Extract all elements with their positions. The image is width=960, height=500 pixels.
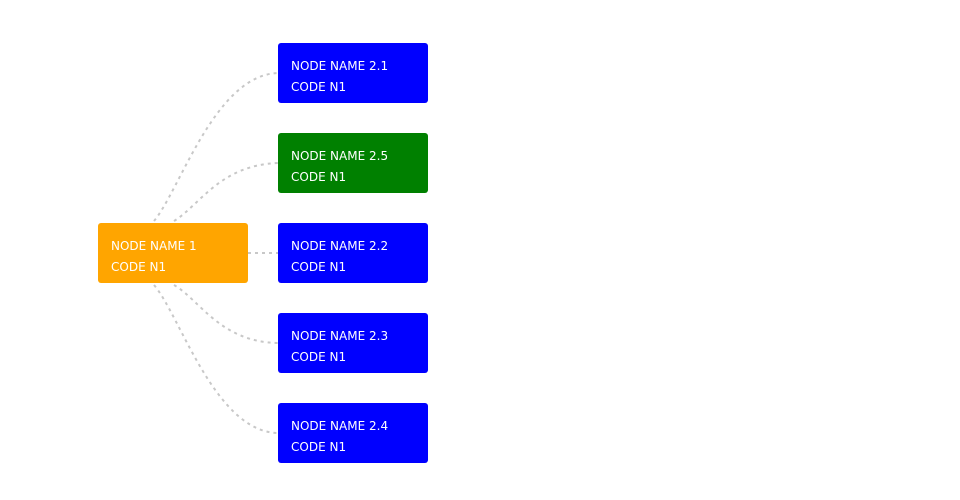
- node-code: CODE N1: [291, 440, 347, 454]
- connector-root-to-2-3: [173, 284, 279, 344]
- node-name: NODE NAME 2.4: [291, 419, 389, 433]
- child-node-2-1[interactable]: NODE NAME 2.1 CODE N1: [278, 43, 428, 103]
- node-code: CODE N1: [291, 80, 347, 94]
- node-code: CODE N1: [111, 260, 167, 274]
- connector-root-to-2-1: [153, 72, 279, 222]
- child-node-2-4[interactable]: NODE NAME 2.4 CODE N1: [278, 403, 428, 463]
- node-code: CODE N1: [291, 350, 347, 364]
- node-name: NODE NAME 2.1: [291, 59, 389, 73]
- node-name: NODE NAME 2.3: [291, 329, 389, 343]
- node-name: NODE NAME 2.5: [291, 149, 389, 163]
- child-node-2-5[interactable]: NODE NAME 2.5 CODE N1: [278, 133, 428, 193]
- connector-root-to-2-4: [153, 284, 279, 434]
- connector-root-to-2-5: [173, 162, 279, 222]
- node-code: CODE N1: [291, 170, 347, 184]
- child-node-2-2[interactable]: NODE NAME 2.2 CODE N1: [278, 223, 428, 283]
- node-code: CODE N1: [291, 260, 347, 274]
- root-node[interactable]: NODE NAME 1 CODE N1: [98, 223, 248, 283]
- node-name: NODE NAME 1: [111, 239, 197, 253]
- node-name: NODE NAME 2.2: [291, 239, 389, 253]
- child-node-2-3[interactable]: NODE NAME 2.3 CODE N1: [278, 313, 428, 373]
